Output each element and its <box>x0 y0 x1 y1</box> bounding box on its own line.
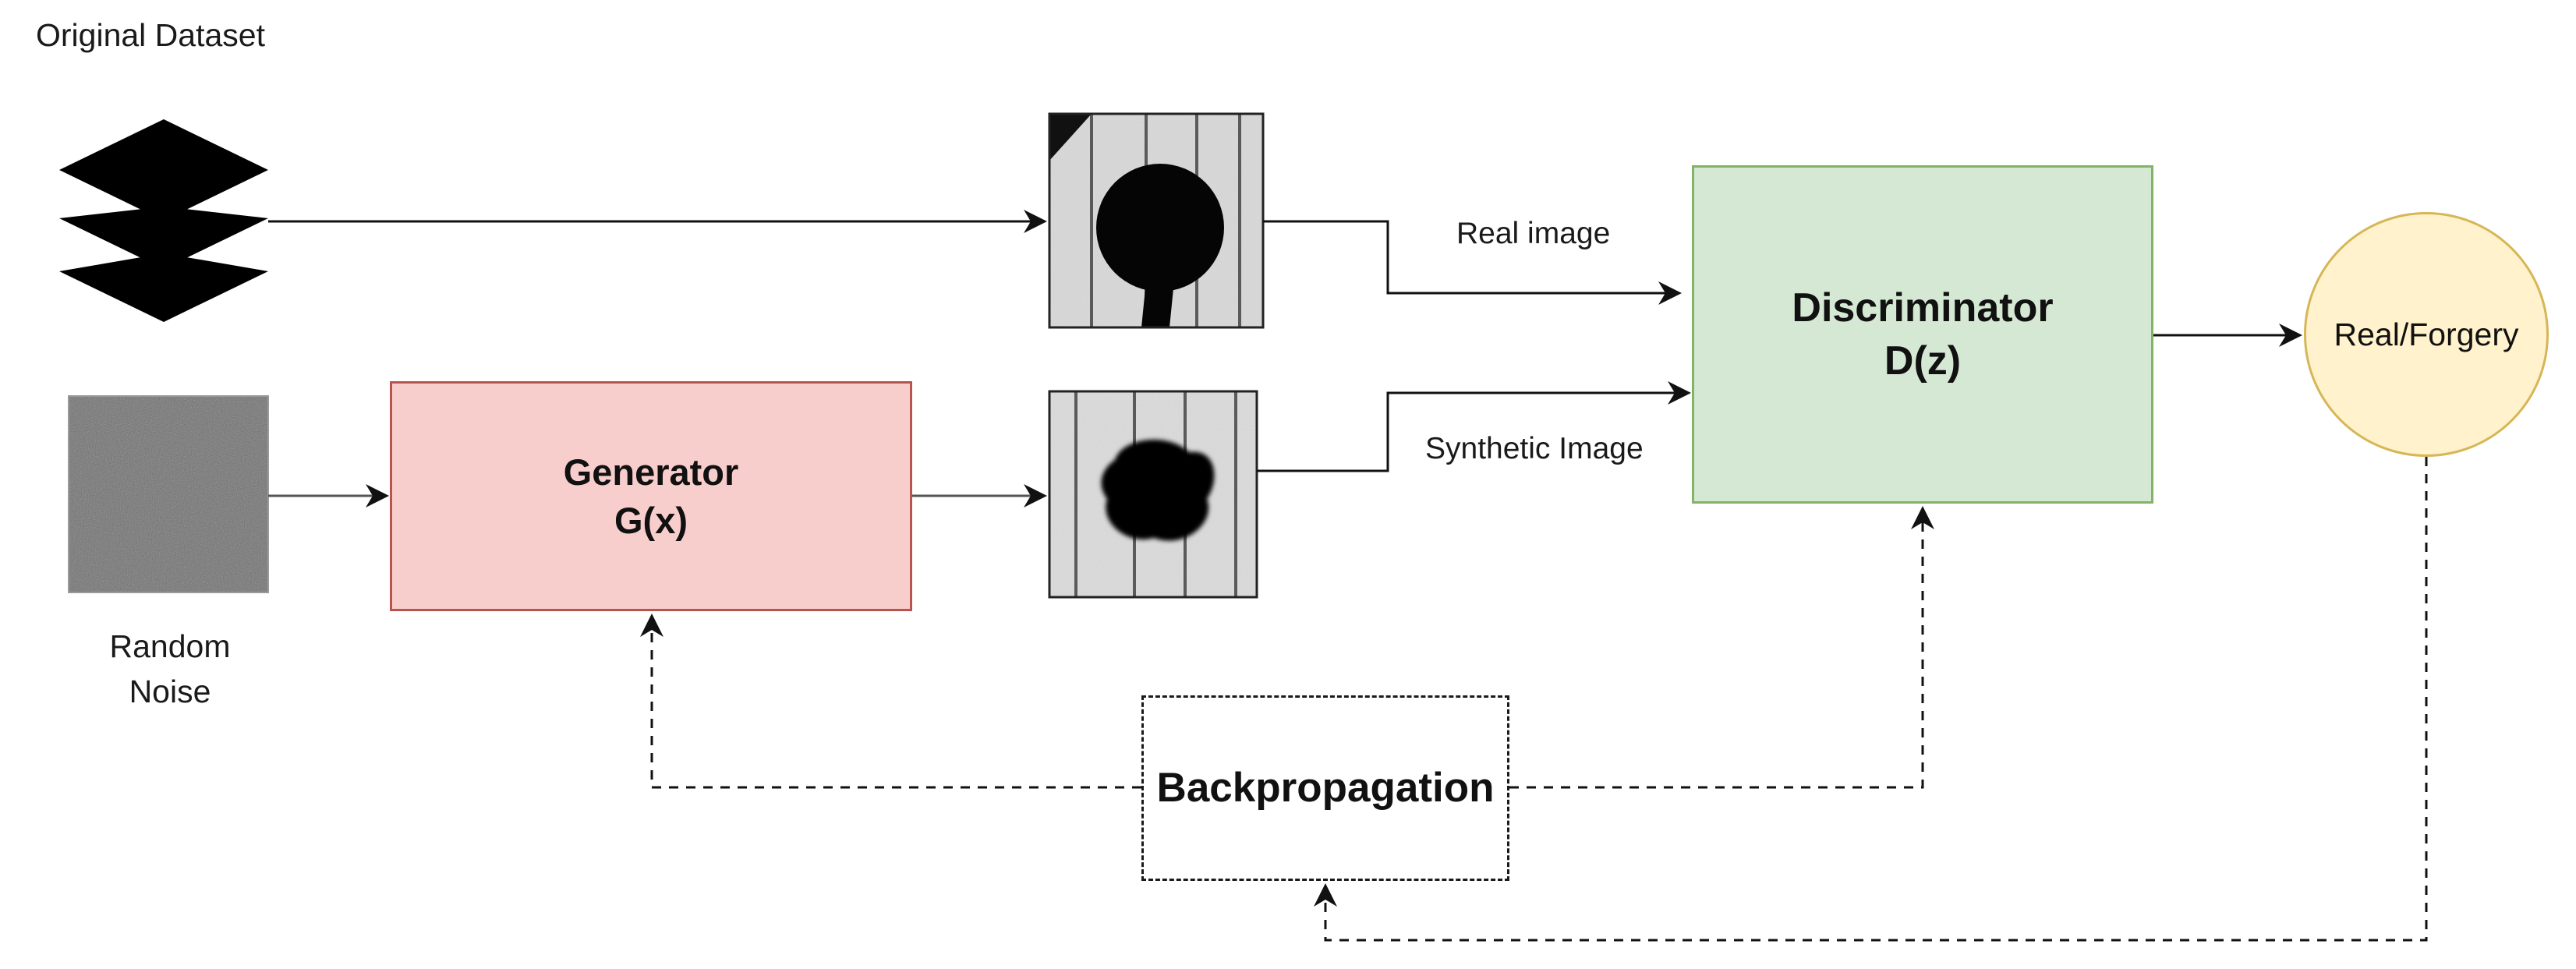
discriminator-node: Discriminator D(z) <box>1692 165 2153 504</box>
backpropagation-title: Backpropagation <box>1156 765 1495 811</box>
generator-node: Generator G(x) <box>390 381 912 611</box>
generator-title: Generator <box>563 451 739 493</box>
real-sample-image <box>1048 112 1265 329</box>
real-image-label: Real image <box>1452 215 1615 253</box>
original-dataset-label: Original Dataset <box>36 17 265 53</box>
generator-subtitle: G(x) <box>614 499 688 541</box>
random-noise-label-line1: Random <box>109 628 231 664</box>
synthetic-image-label: Synthetic Image <box>1421 430 1648 468</box>
discriminator-subtitle: D(z) <box>1884 338 1962 384</box>
arrow-output-to-backprop <box>1314 457 2428 942</box>
arrow-backprop-to-discriminator <box>1509 506 1934 789</box>
discriminator-title: Discriminator <box>1792 285 2054 331</box>
random-noise-label-line2: Noise <box>129 674 211 709</box>
arrow-backprop-to-generator <box>640 614 1141 789</box>
output-node: Real/Forgery <box>2304 212 2549 457</box>
random-noise-image <box>68 395 269 593</box>
output-label: Real/Forgery <box>2334 316 2519 352</box>
arrow-synthetic-to-discriminator <box>1257 381 1691 472</box>
random-noise-label: Random Noise <box>69 624 271 714</box>
connectors <box>268 210 2302 507</box>
layers-stack-icon <box>59 119 268 322</box>
backpropagation-node: Backpropagation <box>1141 695 1509 881</box>
synthetic-sample-image <box>1048 390 1258 599</box>
arrow-real-to-discriminator <box>1263 220 1682 305</box>
feedback-connectors <box>640 457 2428 942</box>
